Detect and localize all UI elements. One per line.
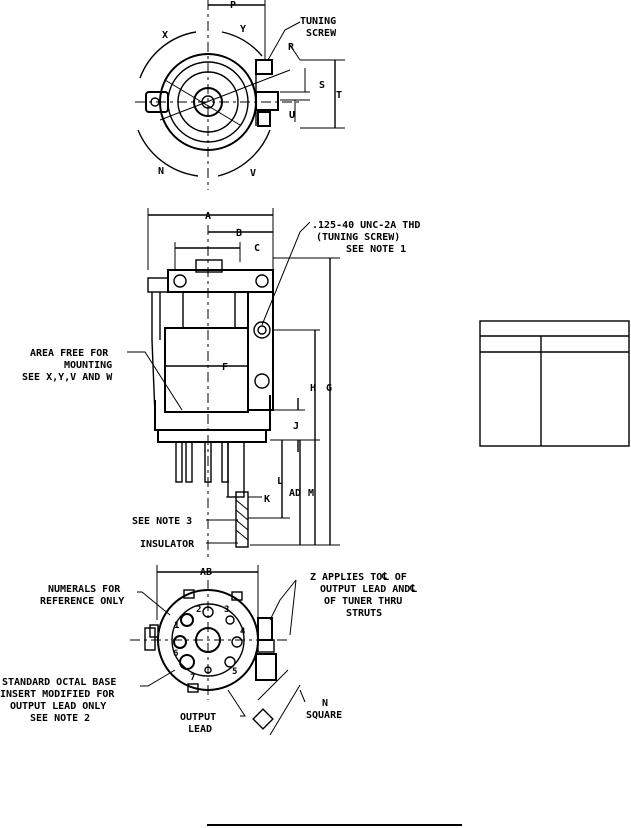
dim-f: F [222, 362, 228, 373]
dim-s: S [319, 80, 325, 91]
bottom-view [130, 565, 306, 736]
dim-m: M [308, 488, 314, 499]
z-note-4: STRUTS [346, 608, 382, 619]
mount-note-3: SEE X,Y,V AND W [22, 372, 113, 383]
base-note-4: SEE NOTE 2 [30, 713, 90, 724]
numerals-note-1: NUMERALS FOR [48, 584, 121, 595]
n-square-1: N [322, 698, 328, 709]
pin-label-5: 5 [232, 667, 237, 677]
dim-g: G [326, 383, 332, 394]
numerals-note-2: REFERENCE ONLY [40, 596, 124, 607]
blank-table [479, 320, 630, 447]
base-note-3: OUTPUT LEAD ONLY [10, 701, 106, 712]
pin-label-7: 7 [190, 673, 195, 683]
output-lead-2: LEAD [188, 724, 212, 735]
dim-p: P [230, 0, 236, 11]
see-note-3: SEE NOTE 3 [132, 516, 192, 527]
n-square-2: SQUARE [306, 710, 342, 721]
tuning-screw-label-2: SCREW [306, 28, 337, 39]
labels: P X Y R S T U N V TUNING SCREW A B C F G… [0, 0, 420, 735]
output-lead-1: OUTPUT [180, 712, 216, 723]
dim-b: B [236, 228, 242, 239]
insulator-label: INSULATOR [140, 539, 195, 550]
thread-note-1: .125-40 UNC-2A THD [312, 220, 420, 231]
z-note-2: OUTPUT LEAD AND℄ [320, 584, 417, 595]
thread-note-2: (TUNING SCREW) [316, 232, 400, 243]
pin-label-1: 1 [174, 621, 179, 631]
dim-a: A [205, 211, 211, 222]
pin-label-6: 6 [173, 649, 178, 659]
z-note-3: OF TUNER THRU [324, 596, 402, 607]
pin-label-4: 4 [240, 627, 246, 637]
dim-l: L [277, 476, 283, 487]
base-note-2: INSERT MODIFIED FOR [0, 689, 115, 700]
base-note-1: STANDARD OCTAL BASE [2, 677, 116, 688]
dim-t: T [336, 90, 342, 101]
dim-c: C [254, 243, 260, 254]
dim-h: H [310, 383, 316, 394]
pin-label-3: 3 [224, 605, 229, 615]
tuning-screw-label-1: TUNING [300, 16, 336, 27]
dim-r: R [288, 42, 295, 53]
side-view [127, 208, 340, 560]
pin-label-2: 2 [196, 605, 201, 615]
dim-k: K [264, 494, 270, 505]
z-note-1: Z APPLIES TO℄ OF [310, 572, 407, 583]
dim-j: J [293, 421, 299, 432]
dim-v: V [250, 168, 256, 179]
dim-n: N [158, 166, 164, 177]
thread-note-3: SEE NOTE 1 [346, 244, 406, 255]
dim-ad: AD [289, 488, 301, 499]
mount-note-2: MOUNTING [64, 360, 112, 371]
dim-u: U [289, 110, 295, 121]
dim-ab: AB [200, 567, 212, 578]
mount-note-1: AREA FREE FOR [30, 348, 109, 359]
top-view [135, 0, 345, 190]
dim-y: Y [240, 24, 246, 35]
dim-x: X [162, 30, 168, 41]
